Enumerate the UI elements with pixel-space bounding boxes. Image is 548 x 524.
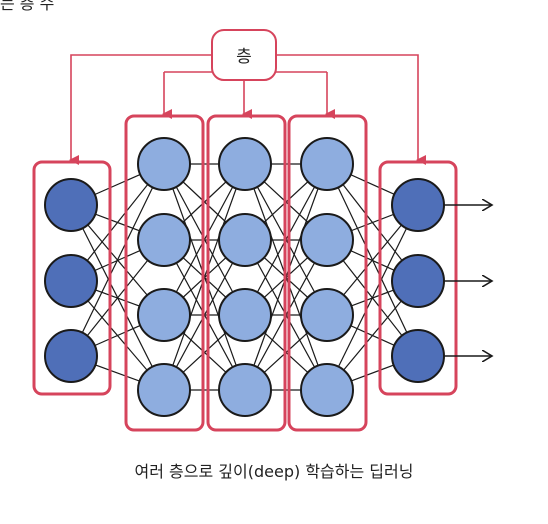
hidden-node-1-1: [137, 213, 191, 267]
edge-0-2-0: [70, 163, 165, 357]
hidden-node-1-0: [137, 137, 191, 191]
hidden-node-2-3: [218, 363, 272, 417]
hidden-node-2-2: [218, 288, 272, 342]
network-nodes: [44, 137, 445, 417]
layer-label-box: 층: [211, 29, 277, 81]
input-node-0-0: [44, 178, 98, 232]
hidden-node-2-1: [218, 213, 272, 267]
label-arrow-output: [276, 54, 426, 165]
hidden-node-1-3: [137, 363, 191, 417]
layer-label-arrows: [69, 54, 426, 165]
hidden-node-1-2: [137, 288, 191, 342]
input-node-0-2: [44, 329, 98, 383]
hidden-node-3-3: [300, 363, 354, 417]
input-node-0-1: [44, 254, 98, 308]
layer-label-text: 층: [236, 47, 252, 67]
edge-3-3-0: [326, 204, 419, 391]
top-text-fragment: 는 층 수 구분: [0, 0, 60, 13]
hidden-node-3-2: [300, 288, 354, 342]
output-arrows: [444, 205, 492, 356]
hidden-node-2-0: [218, 137, 272, 191]
caption: 여러 층으로 깊이(deep) 학습하는 딥러닝: [134, 462, 414, 481]
hidden-node-3-0: [300, 137, 354, 191]
hidden-node-3-1: [300, 213, 354, 267]
output-node-4-0: [391, 178, 445, 232]
layer-label-frame: [211, 29, 277, 81]
output-node-4-2: [391, 329, 445, 383]
output-node-4-1: [391, 254, 445, 308]
label-arrow-input: [69, 54, 212, 165]
